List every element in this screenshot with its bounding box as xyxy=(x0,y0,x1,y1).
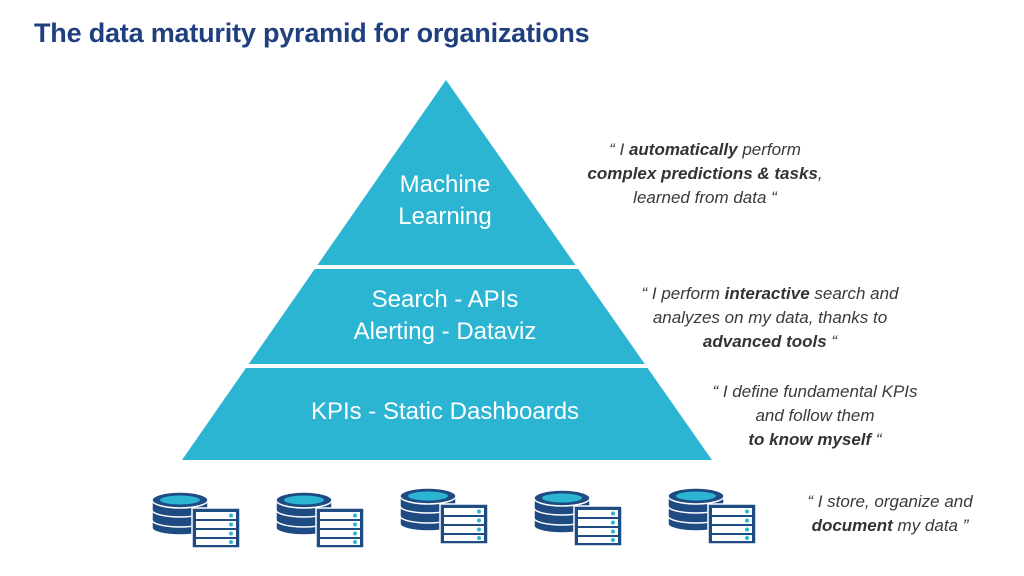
database-server-icon xyxy=(399,484,496,551)
quote-line: complex predictions & tasks, xyxy=(540,162,870,186)
tier-line: Search - APIs xyxy=(371,286,519,313)
quote-line: document my data ” xyxy=(770,514,1010,538)
tier-search-apis: Search - APIs Alerting - Dataviz xyxy=(300,284,590,348)
quote-line: and follow them xyxy=(660,404,970,428)
quote-text: search and xyxy=(809,284,899,303)
tier-kpis: KPIs - Static Dashboards xyxy=(240,396,650,428)
quote-text: , xyxy=(817,164,823,183)
quote-text: “ I xyxy=(609,140,629,159)
quote-emphasis: complex predictions & tasks xyxy=(587,164,818,183)
quote-emphasis: advanced tools xyxy=(702,332,827,351)
quote-line: advanced tools “ xyxy=(600,330,940,354)
quote-text: “ xyxy=(871,430,882,449)
page-title: The data maturity pyramid for organizati… xyxy=(34,18,590,48)
quote-line: “ I store, organize and xyxy=(770,490,1010,514)
quote-line: learned from data “ xyxy=(540,186,870,210)
quote-text: and follow them xyxy=(755,406,875,425)
quote-emphasis: document xyxy=(811,516,893,535)
quote-emphasis: interactive xyxy=(724,284,810,303)
quote-text: perform xyxy=(737,140,801,159)
quote-line: to know myself “ xyxy=(660,428,970,452)
database-server-icon xyxy=(667,484,764,551)
quote-line: “ I perform interactive search and xyxy=(600,282,940,306)
tier-machine-learning: Machine Learning xyxy=(340,169,550,233)
database-server-icon xyxy=(533,486,630,553)
quote-emphasis: to know myself xyxy=(748,430,872,449)
quote-text: my data ” xyxy=(892,516,969,535)
quote-text: “ xyxy=(826,332,838,351)
quote-kpis: “ I define fundamental KPIs and follow th… xyxy=(660,380,970,452)
tier-line: Machine xyxy=(399,171,491,198)
tier-line: Learning xyxy=(398,203,492,230)
quote-text: “ I store, organize and xyxy=(807,492,973,511)
database-server-icon xyxy=(151,488,248,555)
quote-emphasis: automatically xyxy=(628,140,738,159)
quote-text: analyzes on my data, thanks to xyxy=(652,308,888,327)
quote-text: “ I define fundamental KPIs xyxy=(712,382,918,401)
quote-line: analyzes on my data, thanks to xyxy=(600,306,940,330)
quote-text: “ I perform xyxy=(641,284,725,303)
quote-line: “ I automatically perform xyxy=(540,138,870,162)
quote-search-apis: “ I perform interactive search and analyz… xyxy=(600,282,940,354)
tier-line: KPIs - Static Dashboards xyxy=(310,398,580,425)
tier-line: Alerting - Dataviz xyxy=(353,318,537,345)
quote-text: learned from data “ xyxy=(633,188,777,207)
database-server-icon xyxy=(275,488,372,555)
quote-line: “ I define fundamental KPIs xyxy=(660,380,970,404)
quote-storage: “ I store, organize and document my data … xyxy=(770,490,1010,538)
